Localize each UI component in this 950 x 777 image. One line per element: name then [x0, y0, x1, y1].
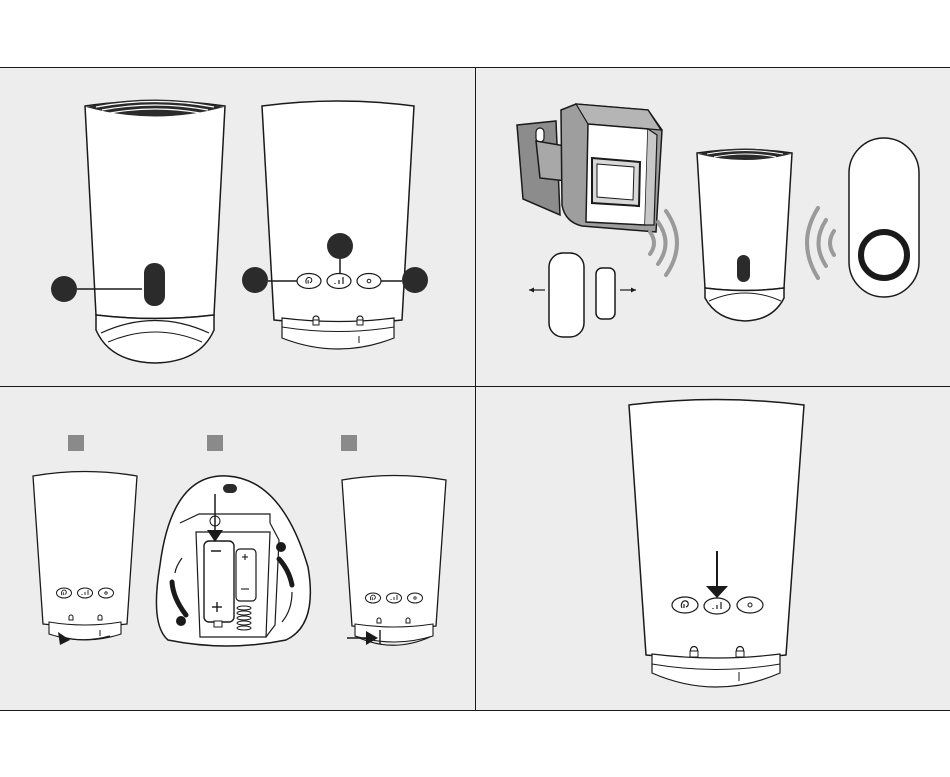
callout-dot-led — [51, 276, 77, 302]
led-light-bar — [144, 263, 165, 306]
chime-unit-small — [697, 149, 792, 322]
melody-button-icon-large — [672, 597, 698, 613]
door-contact-sensor — [529, 253, 636, 337]
chime-unit-large-back — [629, 400, 804, 688]
step-marker-1 — [68, 435, 84, 451]
bell-push-button — [861, 232, 907, 278]
melody-button-icon — [297, 274, 321, 289]
bell-push — [849, 138, 919, 297]
pir-motion-sensor — [517, 104, 662, 232]
volume-button-icon-large — [737, 597, 763, 613]
volume-button-icon — [357, 274, 381, 289]
chime-unit-step-3 — [342, 476, 446, 646]
step-marker-2 — [207, 435, 223, 451]
pair-signal-button-highlighted — [704, 598, 730, 614]
step-marker-3 — [341, 435, 357, 451]
chime-unit-front — [51, 100, 225, 364]
led-light-bar-small — [737, 255, 750, 282]
chime-unit-back — [242, 101, 428, 349]
callout-dot-volume — [402, 267, 428, 293]
chime-unit-step-1 — [33, 472, 137, 646]
callout-dot-pair — [327, 233, 353, 259]
callout-dot-melody — [242, 267, 268, 293]
battery-compartment — [156, 476, 310, 646]
pair-signal-button-icon — [327, 274, 351, 289]
signal-waves-right — [807, 208, 834, 278]
